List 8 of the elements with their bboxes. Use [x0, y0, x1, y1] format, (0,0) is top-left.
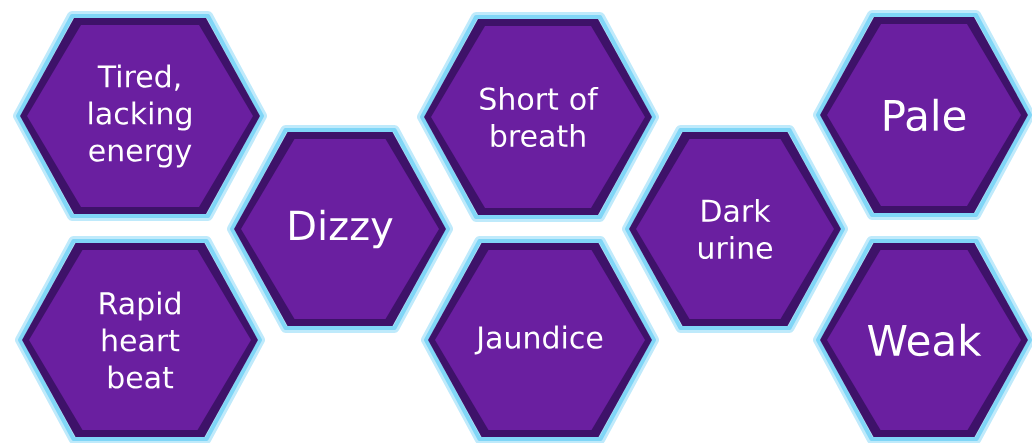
hexagon: Rapid heart beat: [15, 236, 265, 443]
hexagon: Tired, lacking energy: [13, 11, 267, 221]
hexagon: Dizzy: [227, 125, 453, 333]
hexagon: Weak: [813, 236, 1032, 443]
hexagon: Short of breath: [417, 12, 659, 222]
hexagon: Dark urine: [622, 125, 848, 333]
hexagon: Jaundice: [421, 236, 659, 443]
hexagon: Pale: [813, 10, 1032, 220]
